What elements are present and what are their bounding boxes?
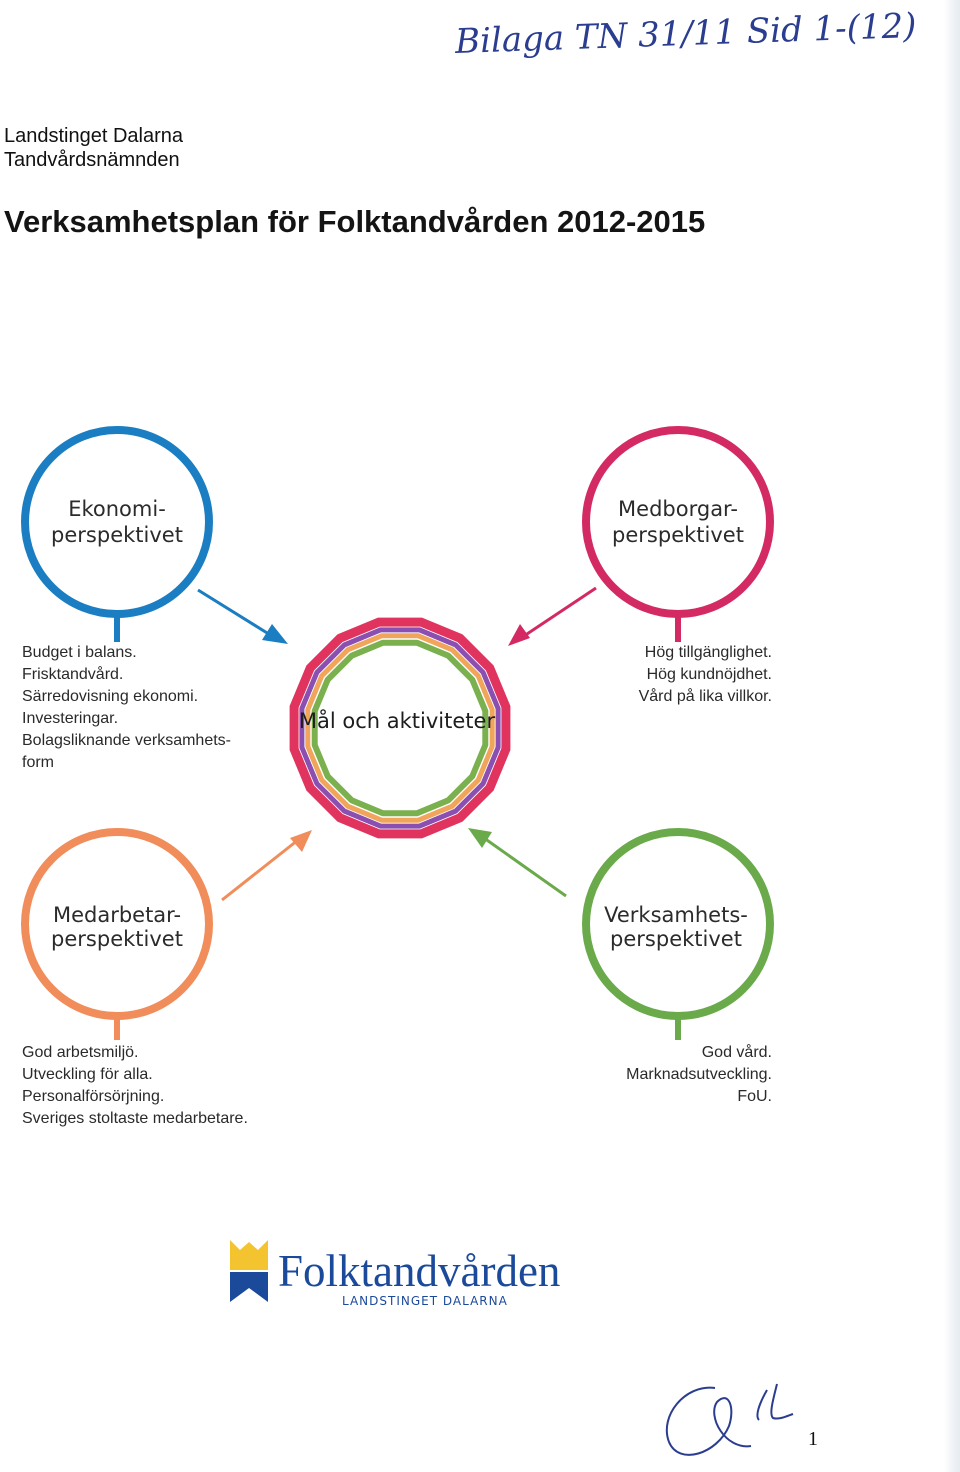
ekonomi-goal-4: Investeringar. bbox=[22, 710, 119, 727]
logo-subtitle: LANDSTINGET DALARNA bbox=[342, 1294, 508, 1308]
medborgar-label-line1: Medborgar- bbox=[618, 497, 738, 521]
hub-ring-3 bbox=[305, 633, 495, 823]
verksamhet-goals: God vård. Marknadsutveckling. FoU. bbox=[560, 1042, 772, 1108]
hub-ring-2 bbox=[299, 627, 501, 829]
arrow-medarbetar-to-center bbox=[221, 830, 312, 902]
folktandvarden-logo-mark bbox=[230, 1240, 268, 1302]
medborgar-goal-1: Hög tillgänglighet. bbox=[644, 644, 772, 661]
committee-name: Tandvårdsnämnden bbox=[4, 149, 180, 171]
verksamhet-goal-2: Marknadsutveckling. bbox=[626, 1066, 772, 1083]
medarbetar-perspective-circle: Medarbetar- perspektivet bbox=[21, 828, 213, 1040]
ekonomi-goal-5: Bolagsliknande verksamhets- bbox=[22, 732, 231, 749]
medarbetar-goal-3: Personalförsörjning. bbox=[22, 1088, 165, 1105]
medarbetar-label-line1: Medarbetar- bbox=[53, 903, 181, 927]
medarbetar-goal-4: Sveriges stoltaste medarbetare. bbox=[22, 1110, 248, 1127]
hub-ring-outer bbox=[289, 617, 511, 839]
perspective-diagram: Ekonomi- perspektivet Medborgar- perspek… bbox=[21, 426, 774, 1040]
arrow-medborgar-to-center bbox=[508, 586, 597, 646]
organization-header: Landstinget Dalarna Tandvårdsnämnden bbox=[4, 124, 183, 172]
ekonomi-label-line1: Ekonomi- bbox=[68, 497, 166, 521]
medarbetar-goals: God arbetsmiljö. Utveckling för alla. Pe… bbox=[22, 1042, 248, 1130]
org-name: Landstinget Dalarna bbox=[4, 125, 184, 147]
handwritten-annotation: Bilaga TN 31/11 Sid 1-(12) bbox=[454, 5, 918, 63]
scan-edge-shadow bbox=[944, 0, 960, 1472]
ekonomi-goal-1: Budget i balans. bbox=[22, 644, 137, 661]
hub-ring-inner bbox=[311, 639, 489, 817]
verksamhet-label-line1: Verksamhets- bbox=[604, 903, 748, 927]
medborgar-label-line2: perspektivet bbox=[612, 523, 744, 547]
arrow-ekonomi-to-center bbox=[197, 588, 288, 644]
verksamhet-label-line2: perspektivet bbox=[610, 927, 742, 951]
verksamhet-goal-3: FoU. bbox=[737, 1088, 772, 1105]
medborgar-goal-2: Hög kundnöjdhet. bbox=[646, 666, 772, 683]
arrow-verksamhet-to-center bbox=[468, 828, 567, 898]
medarbetar-goal-1: God arbetsmiljö. bbox=[22, 1044, 139, 1061]
ekonomi-goals: Budget i balans. Frisktandvård. Särredov… bbox=[22, 642, 231, 774]
ekonomi-perspective-circle: Ekonomi- perspektivet bbox=[21, 426, 213, 642]
medarbetar-label-line2: perspektivet bbox=[51, 927, 183, 951]
ekonomi-goal-2: Frisktandvård. bbox=[22, 666, 124, 683]
ekonomi-goal-3: Särredovisning ekonomi. bbox=[22, 688, 199, 705]
medborgar-goals: Hög tillgänglighet. Hög kundnöjdhet. Vår… bbox=[560, 642, 772, 708]
medborgar-goal-3: Vård på lika villkor. bbox=[638, 688, 772, 705]
ekonomi-goal-6: form bbox=[22, 754, 54, 771]
medborgar-perspective-circle: Medborgar- perspektivet bbox=[582, 426, 774, 642]
signature-initials bbox=[666, 1383, 794, 1456]
medarbetar-goal-2: Utveckling för alla. bbox=[22, 1066, 153, 1083]
hub-label: Mål och aktiviteter bbox=[299, 708, 496, 733]
verksamhet-perspective-circle: Verksamhets- perspektivet bbox=[582, 828, 774, 1040]
verksamhet-goal-1: God vård. bbox=[701, 1044, 772, 1061]
page-number: 1 bbox=[808, 1428, 818, 1450]
logo-wordmark: Folktandvården bbox=[278, 1246, 561, 1296]
ekonomi-label-line2: perspektivet bbox=[51, 523, 183, 547]
goals-and-activities-hub: Mål och aktiviteter bbox=[289, 617, 511, 839]
document-title: Verksamhetsplan för Folktandvården 2012-… bbox=[4, 204, 706, 239]
